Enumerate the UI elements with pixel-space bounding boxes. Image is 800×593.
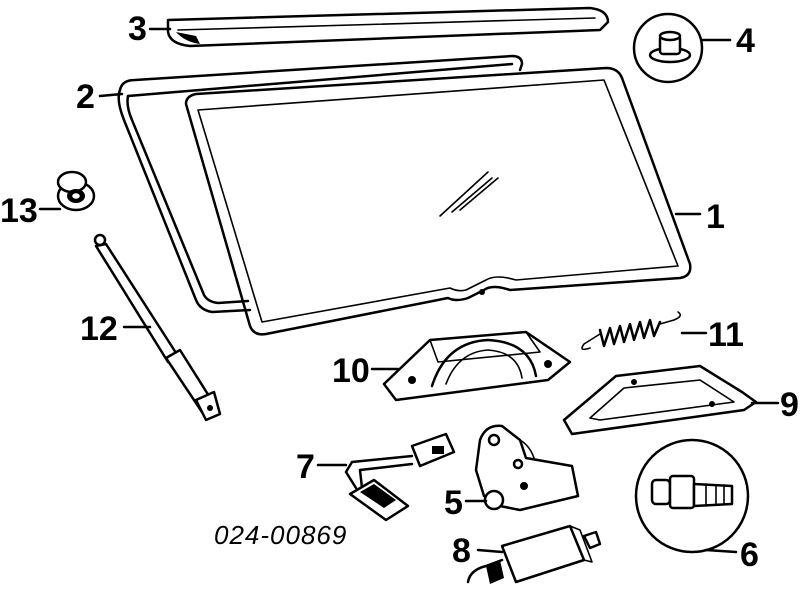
part-latch [464, 424, 580, 512]
part-top-molding [166, 6, 610, 48]
callout-7: 7 [296, 448, 315, 486]
callout-6-number: 6 [740, 536, 759, 574]
part-lower-bracket [562, 364, 780, 436]
part-support-strut [93, 233, 222, 422]
callout-11: 11 [708, 316, 744, 354]
callout-10-number: 10 [332, 352, 370, 390]
callout-2: 2 [76, 78, 124, 116]
part-code-label: 024-00869 [214, 520, 347, 550]
callout-4-number: 4 [736, 22, 755, 60]
callout-10: 10 [332, 352, 370, 390]
callout-13-number: 13 [0, 192, 38, 230]
callout-12-number: 12 [80, 310, 118, 348]
callout-9: 9 [780, 386, 799, 424]
part-clip [632, 12, 732, 84]
part-grommet [38, 170, 96, 212]
callout-11-number: 11 [708, 316, 744, 354]
part-motor [466, 524, 602, 584]
callout-1: 1 [706, 198, 725, 236]
callout-8-number: 8 [452, 532, 471, 570]
callout-4: 4 [736, 22, 755, 60]
part-glass [184, 66, 702, 336]
part-seal [117, 54, 524, 314]
callout-6: 6 [740, 536, 759, 574]
callout-5-number: 5 [444, 484, 463, 522]
callout-12: 12 [80, 310, 118, 348]
callout-9-number: 9 [780, 386, 799, 424]
part-stud [634, 438, 750, 554]
part-switch [316, 432, 456, 522]
callout-5: 5 [444, 484, 463, 522]
callout-2-number: 2 [76, 78, 95, 116]
part-hinge-cover [370, 330, 572, 402]
callout-7-number: 7 [296, 448, 315, 486]
callout-8: 8 [452, 532, 471, 570]
callout-3-number: 3 [128, 10, 147, 48]
part-spring [581, 311, 708, 351]
callout-1-number: 1 [706, 198, 725, 236]
callout-3: 3 [128, 10, 172, 48]
callout-13: 13 [0, 192, 38, 230]
